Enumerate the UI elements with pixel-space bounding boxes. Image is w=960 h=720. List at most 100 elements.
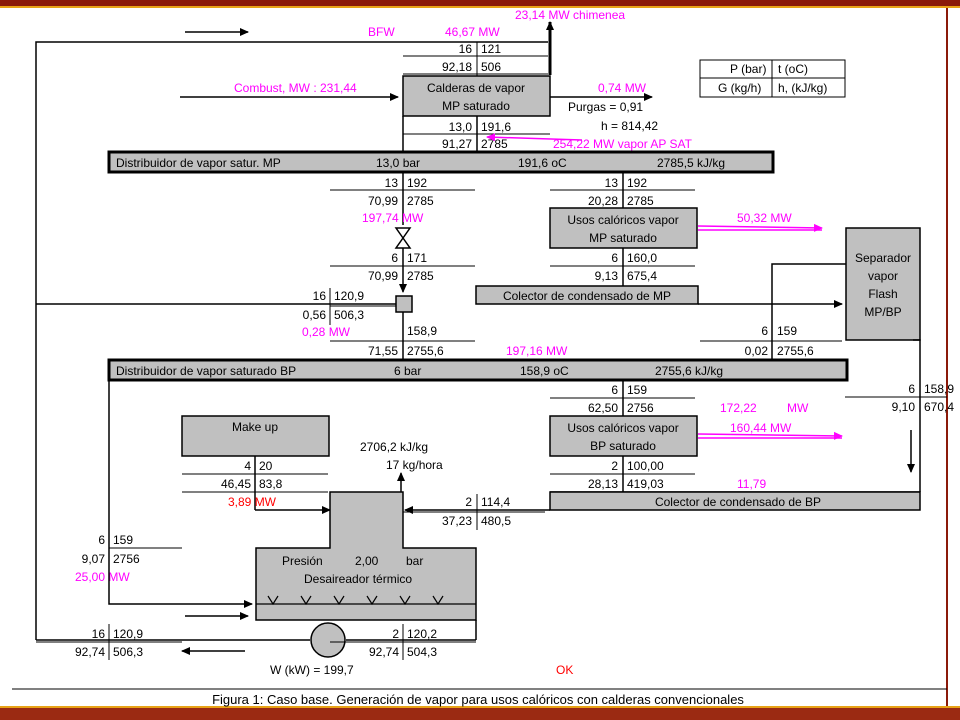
bp-uses-heat-mw: 160,44 MW <box>730 421 792 435</box>
legend-g: G (kg/h) <box>718 81 761 95</box>
svg-text:13: 13 <box>385 176 399 190</box>
fuel-label: Combust, MW : 231,44 <box>234 81 357 95</box>
mp-condensate-collector <box>475 285 699 305</box>
svg-text:6: 6 <box>391 251 398 265</box>
legend-p: P (bar) <box>730 62 766 76</box>
ap-steam-arrow <box>486 133 583 142</box>
expansion-valve-icon <box>394 227 412 249</box>
svg-text:506,3: 506,3 <box>334 308 364 322</box>
svg-text:Usos calóricos vapor: Usos calóricos vapor <box>567 421 678 435</box>
svg-text:83,8: 83,8 <box>259 477 283 491</box>
flash-liquid-table: 6 158,9 9,10 670,4 <box>845 382 954 414</box>
svg-text:6 bar: 6 bar <box>394 364 421 378</box>
ap-steam-label: 254,22 MW vapor AP SAT <box>553 137 693 151</box>
svg-text:2: 2 <box>465 495 472 509</box>
svg-text:2755,6: 2755,6 <box>777 344 814 358</box>
chimney-label: 23,14 MW chimenea <box>515 8 625 22</box>
svg-text:92,74: 92,74 <box>75 645 105 659</box>
svg-text:100,00: 100,00 <box>627 459 664 473</box>
svg-text:BP saturado: BP saturado <box>590 439 656 453</box>
mp-distributor-bar <box>107 150 775 174</box>
mp-use-out-table: 6 160,0 9,13 675,4 <box>550 248 695 286</box>
figure-caption: Figura 1: Caso base. Generación de vapor… <box>212 692 744 707</box>
deaerator-sprays <box>256 595 476 606</box>
ok-label: OK <box>556 663 573 677</box>
svg-text:9,13: 9,13 <box>595 269 619 283</box>
svg-text:Usos calóricos vapor: Usos calóricos vapor <box>567 213 678 227</box>
svg-text:2756: 2756 <box>627 401 654 415</box>
svg-text:Calderas de vapor: Calderas de vapor <box>427 81 525 95</box>
svg-text:Distribuidor de vapor satur. M: Distribuidor de vapor satur. MP <box>116 156 281 170</box>
mp-use-in-table: 13 192 20,28 2785 <box>550 172 695 208</box>
svg-text:191,6: 191,6 <box>481 120 511 134</box>
boiler-out-table: 13,0 191,6 91,27 2785 <box>402 116 550 152</box>
purge-mw: 0,74 MW <box>598 81 647 95</box>
bp-use-out-table: 2 100,00 28,13 419,03 <box>550 456 695 492</box>
top-gold-line <box>0 6 960 8</box>
flash-vapor-line <box>771 263 846 360</box>
svg-text:121: 121 <box>481 42 501 56</box>
svg-text:46,45: 46,45 <box>221 477 251 491</box>
svg-text:13: 13 <box>605 176 619 190</box>
svg-text:MW: MW <box>787 401 809 415</box>
deaerator-steam-table: 6 159 9,07 2756 <box>82 533 140 566</box>
boiler-box <box>402 75 551 117</box>
bottom-gold-line <box>0 706 960 708</box>
mp-uses-mw: 50,32 MW <box>737 211 792 225</box>
svg-text:Separador: Separador <box>855 251 911 265</box>
svg-text:4: 4 <box>244 459 251 473</box>
svg-text:2: 2 <box>392 627 399 641</box>
svg-text:bar: bar <box>406 554 423 568</box>
svg-text:13,0: 13,0 <box>449 120 473 134</box>
valve-in-table: 13 192 70,99 2785 <box>330 172 475 225</box>
svg-text:0,02: 0,02 <box>745 344 769 358</box>
bottom-band <box>0 708 960 720</box>
svg-text:160,0: 160,0 <box>627 251 657 265</box>
purge-enthalpy: h = 814,42 <box>601 119 658 133</box>
svg-text:16: 16 <box>92 627 106 641</box>
svg-text:Make up: Make up <box>232 420 278 434</box>
svg-text:480,5: 480,5 <box>481 514 511 528</box>
bfw-label: BFW <box>368 25 395 39</box>
legend-t: t (oC) <box>778 62 808 76</box>
svg-text:Presión: Presión <box>282 554 323 568</box>
svg-text:2755,6: 2755,6 <box>407 344 444 358</box>
bp-distributor-bar <box>107 358 849 382</box>
svg-text:120,2: 120,2 <box>407 627 437 641</box>
svg-text:2785: 2785 <box>627 194 654 208</box>
feedwater-loop-line <box>35 41 548 640</box>
purge-flow: Purgas = 0,91 <box>568 100 643 114</box>
svg-text:2785: 2785 <box>407 194 434 208</box>
svg-text:2785,5 kJ/kg: 2785,5 kJ/kg <box>657 156 725 170</box>
svg-text:506,3: 506,3 <box>113 645 143 659</box>
svg-text:192: 192 <box>627 176 647 190</box>
flash-separator-box <box>845 227 921 341</box>
mixer-icon <box>395 295 413 313</box>
bfw-mw: 46,67 MW <box>445 25 500 39</box>
svg-text:16: 16 <box>459 42 473 56</box>
svg-text:2756: 2756 <box>113 552 140 566</box>
bfw-stream-table: 16 121 92,18 506 <box>403 42 548 76</box>
svg-text:70,99: 70,99 <box>368 269 398 283</box>
svg-text:158,9: 158,9 <box>407 324 437 338</box>
svg-text:2755,6 kJ/kg: 2755,6 kJ/kg <box>655 364 723 378</box>
svg-text:6: 6 <box>611 383 618 397</box>
svg-text:120,9: 120,9 <box>334 289 364 303</box>
pump-power: W (kW) = 199,7 <box>270 663 354 677</box>
mixer-in-table: 16 120,9 0,56 506,3 <box>303 288 396 325</box>
svg-text:Flash: Flash <box>868 287 897 301</box>
bp-uses-heat-arrow <box>697 431 843 440</box>
svg-text:16: 16 <box>313 289 327 303</box>
svg-text:158,9: 158,9 <box>924 382 954 396</box>
deaerator-name: Desaireador térmico <box>304 572 412 586</box>
mixer-mw: 0,28 MW <box>302 325 351 339</box>
bp-total-mw: 197,16 MW <box>506 344 568 358</box>
svg-text:670,4: 670,4 <box>924 400 954 414</box>
vent-enthalpy: 2706,2 kJ/kg <box>360 440 428 454</box>
svg-text:Distribuidor de vapor saturado: Distribuidor de vapor saturado BP <box>116 364 296 378</box>
svg-text:MP/BP: MP/BP <box>864 305 901 319</box>
svg-text:70,99: 70,99 <box>368 194 398 208</box>
svg-text:504,3: 504,3 <box>407 645 437 659</box>
bp-condensate-collector <box>549 491 921 511</box>
